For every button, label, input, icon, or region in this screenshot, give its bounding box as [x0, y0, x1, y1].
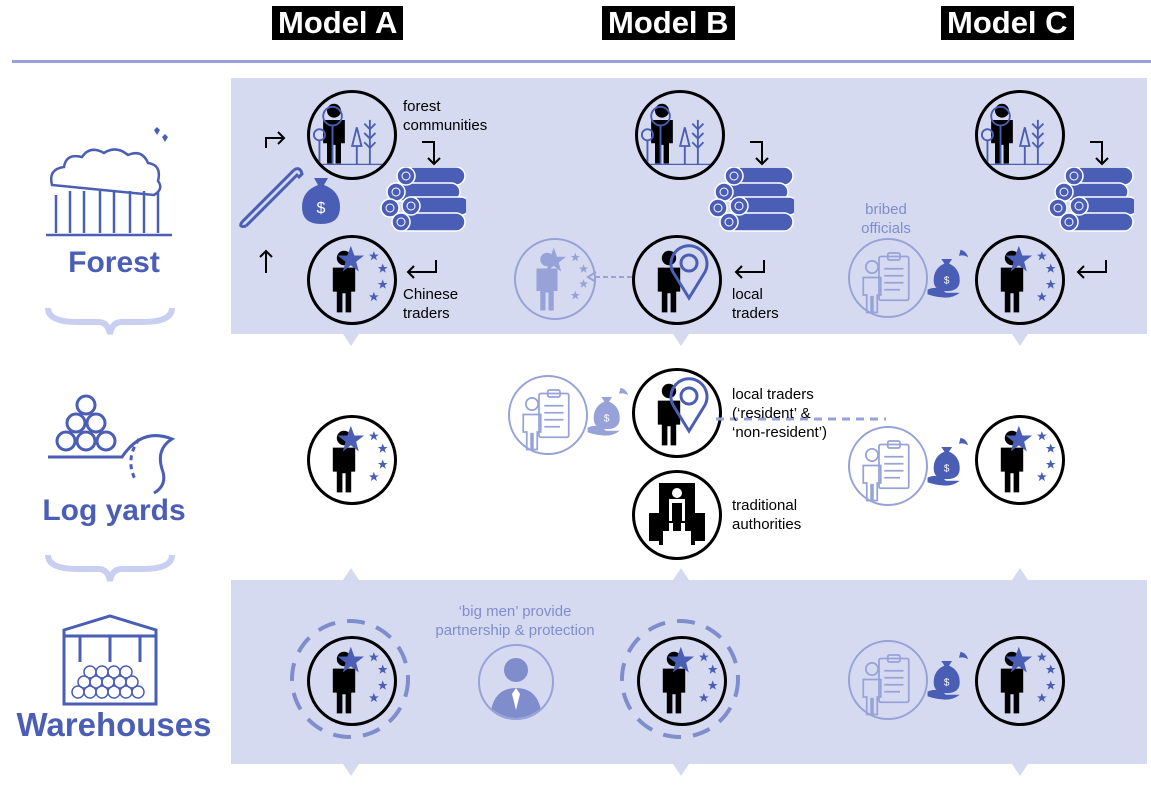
forest-trees-icon [980, 99, 1064, 165]
arrow-left-icon [734, 260, 765, 279]
dashed-connector [716, 417, 886, 421]
label-forest-communities-line2: communities [403, 117, 488, 134]
model-c-forest-community-circle [975, 90, 1065, 180]
chinese-star-icon [338, 244, 392, 306]
label-traditional-authorities-line2: authorities [732, 516, 802, 533]
protection-dashed-ring [620, 619, 740, 739]
arrow-down-icon [422, 141, 441, 166]
model-b-faint-chinese-trader-circle [514, 238, 596, 320]
clipboard-official-icon [518, 383, 574, 453]
model-a-warehouse-chinese-trader-circle [307, 636, 397, 726]
money-bag-icon [926, 642, 972, 706]
dashed-arrow-left-icon [586, 271, 632, 283]
row-label-warehouses: Warehouses [16, 706, 212, 743]
arrow-left-icon [406, 260, 437, 279]
location-pin-icon [669, 377, 709, 434]
model-c-logyard-official-circle [848, 426, 928, 506]
model-a-logyard-chinese-trader-circle [307, 415, 397, 505]
money-bag-icon [586, 378, 632, 442]
label-chinese-traders-line1: Chinese [403, 286, 459, 303]
protection-dashed-ring [290, 619, 410, 739]
location-pin-icon [669, 244, 709, 301]
chinese-star-icon [1006, 424, 1060, 486]
svg-text:$: $ [317, 200, 326, 217]
log-pile-icon [376, 167, 466, 237]
arrow-down-icon [750, 141, 769, 166]
label-local-traders-yard-line1: local traders [732, 386, 814, 403]
clipboard-official-icon [858, 648, 914, 718]
label-local-traders-forest: local traders [732, 285, 779, 323]
chinese-star-icon [1006, 645, 1060, 707]
row-label-forest: Forest [68, 246, 160, 279]
label-forest-communities: forest communities [403, 97, 487, 135]
clipboard-official-icon [858, 246, 914, 316]
label-big-men: ‘big men’ provide partnership & protecti… [405, 602, 625, 640]
businessman-icon [490, 658, 542, 718]
section-tick-marks [343, 334, 1028, 776]
header-rule [12, 60, 1151, 63]
label-local-traders-forest-line2: traders [732, 305, 779, 322]
throne-icon [649, 483, 705, 545]
model-b-traditional-authority-circle [632, 470, 722, 560]
label-big-men-line2: partnership & protection [435, 622, 595, 639]
chinese-star-icon [1006, 244, 1060, 306]
model-c-logyard-chinese-trader-circle [975, 415, 1065, 505]
forest-trees-icon [312, 99, 396, 165]
label-local-traders-yard: local traders (‘resident’ & ‘non-residen… [732, 385, 827, 442]
money-bag-icon [926, 428, 972, 492]
saw-icon [239, 167, 304, 228]
header-model-a: Model A [272, 6, 404, 40]
arrow-right-icon [265, 131, 286, 148]
label-local-traders-yard-line2: (‘resident’ & [732, 405, 811, 422]
model-b-local-trader-circle [632, 235, 722, 325]
money-bag-icon: $ [302, 178, 340, 224]
model-a-forest-community-circle [307, 90, 397, 180]
row-label-log-yards: Log yards [42, 494, 186, 527]
label-forest-communities-line1: forest [403, 98, 441, 115]
chinese-star-icon [338, 645, 392, 707]
model-b-logyard-official-circle [508, 375, 588, 455]
label-bribed-officials-line1: bribed [865, 201, 907, 218]
model-b-forest-community-circle [635, 90, 725, 180]
model-a-chinese-trader-circle [307, 235, 397, 325]
label-chinese-traders: Chinese traders [403, 285, 458, 323]
forest-trees-icon [640, 99, 724, 165]
arrow-up-icon [259, 249, 273, 273]
model-b-logyard-local-trader-circle [632, 368, 722, 458]
big-men-circle [478, 644, 554, 720]
arrow-down-icon [1090, 141, 1109, 166]
label-chinese-traders-line2: traders [403, 305, 450, 322]
model-c-warehouse-official-circle [848, 640, 928, 720]
label-local-traders-forest-line1: local [732, 286, 763, 303]
model-c-warehouse-chinese-trader-circle [975, 636, 1065, 726]
label-traditional-authorities-line1: traditional [732, 497, 798, 514]
forest-row-icon [44, 125, 174, 240]
label-big-men-line1: ‘big men’ provide [458, 603, 572, 620]
label-bribed-officials: bribed officials [846, 200, 926, 238]
clipboard-official-icon [858, 434, 914, 504]
label-local-traders-yard-line3: ‘non-resident’) [732, 424, 828, 441]
model-c-chinese-trader-circle [975, 235, 1065, 325]
header-model-b: Model B [602, 6, 735, 40]
log-pile-icon [1044, 167, 1134, 237]
money-bag-icon [926, 240, 972, 304]
warehouse-row-icon [60, 612, 160, 707]
model-b-warehouse-chinese-trader-circle [637, 636, 727, 726]
log-pile-icon [704, 167, 794, 237]
model-c-bribed-official-circle [848, 238, 928, 318]
label-bribed-officials-line2: officials [861, 220, 911, 237]
row-connector-braces [45, 307, 175, 582]
label-traditional-authorities: traditional authorities [732, 496, 801, 534]
header-model-c: Model C [941, 6, 1074, 40]
chinese-star-icon [668, 645, 722, 707]
arrow-left-icon [1076, 260, 1107, 279]
chinese-star-icon [338, 424, 392, 486]
log-yards-row-icon [44, 394, 184, 495]
